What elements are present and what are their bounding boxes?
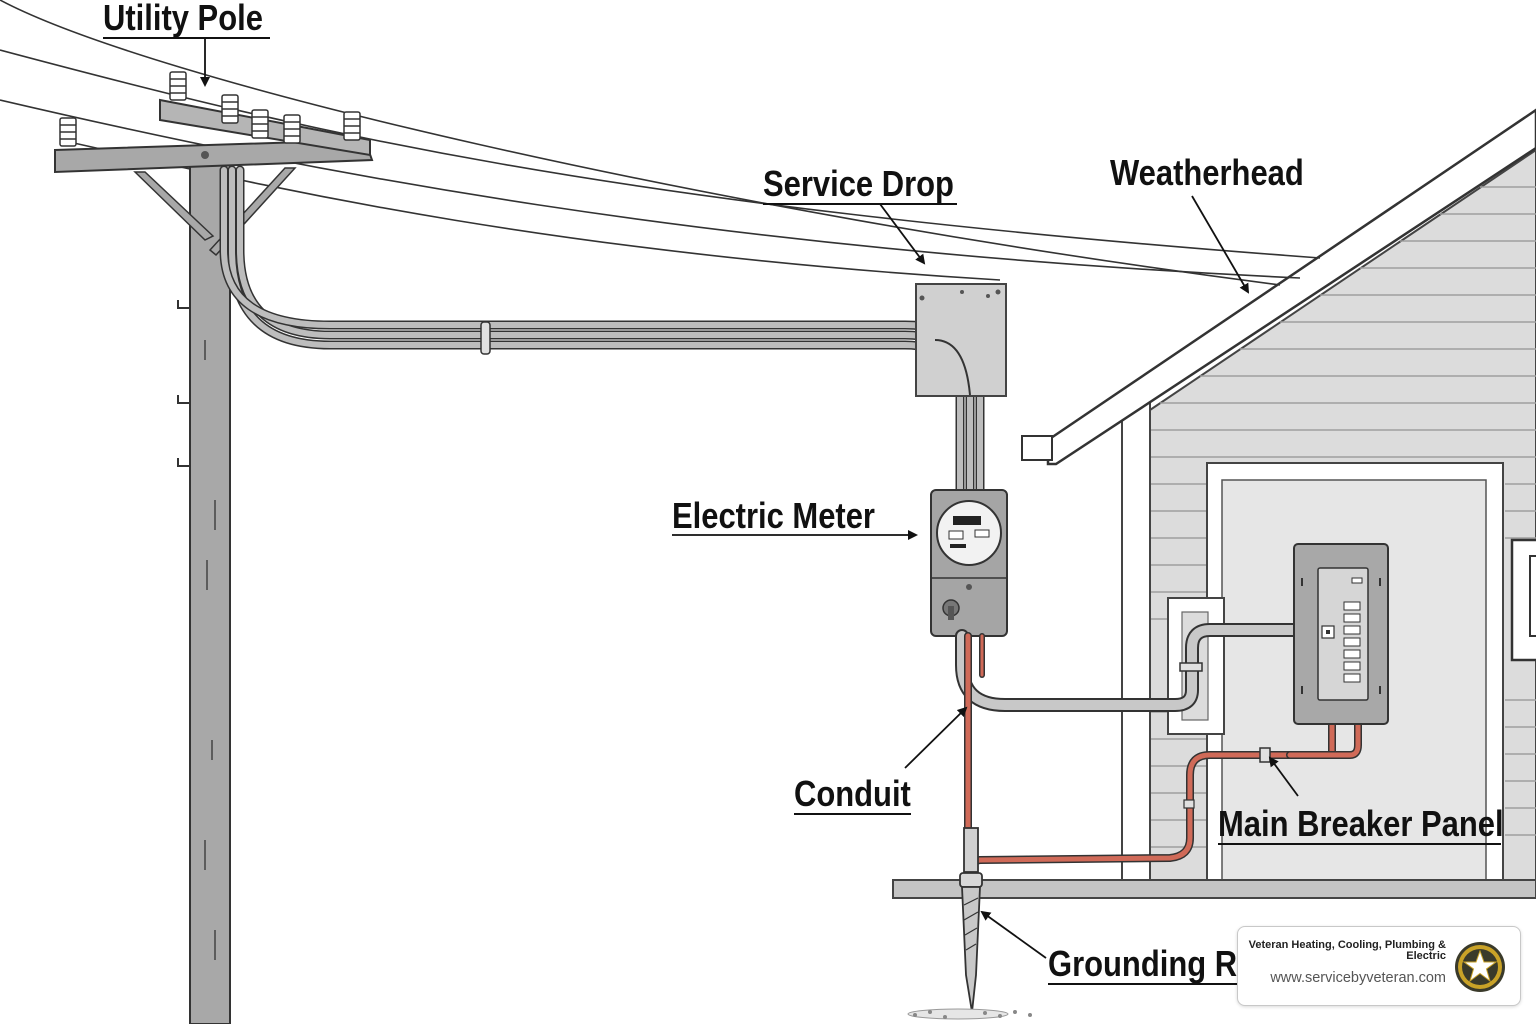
utility-pole-label: Utility Pole xyxy=(103,0,263,39)
grounding-rod xyxy=(907,827,1032,1020)
star-emblem-icon xyxy=(1455,942,1505,992)
corner-trim xyxy=(1121,400,1151,881)
utility-pole xyxy=(54,71,374,1024)
main-breaker-panel-pointer xyxy=(1268,756,1299,797)
soil-dots xyxy=(907,1008,1032,1020)
weatherhead-label: Weatherhead xyxy=(1110,154,1304,194)
siding-lines xyxy=(1150,186,1536,848)
company-badge[interactable]: Veteran Heating, Cooling, Plumbing & Ele… xyxy=(1237,926,1521,1006)
ground-surface xyxy=(892,879,1536,899)
electric-meter-label: Electric Meter xyxy=(672,497,875,537)
grounding-rod-pointer xyxy=(980,910,1047,959)
company-name: Veteran Heating, Cooling, Plumbing & Ele… xyxy=(1248,939,1446,962)
service-drop-pointer xyxy=(879,203,926,265)
conduit-label: Conduit xyxy=(794,775,911,815)
weatherhead-box xyxy=(915,283,1007,397)
pole-insulators xyxy=(59,71,361,147)
service-drop-label: Service Drop xyxy=(763,165,954,205)
conduit-pointer xyxy=(904,706,968,769)
main-breaker-panel-label: Main Breaker Panel xyxy=(1218,805,1504,845)
company-url[interactable]: www.servicebyveteran.com xyxy=(1270,970,1446,986)
house xyxy=(1021,108,1536,882)
weatherhead-pointer xyxy=(1191,195,1250,294)
label-pointers xyxy=(200,38,1299,959)
gutter xyxy=(1021,435,1053,461)
main-breaker-panel xyxy=(1293,543,1389,725)
labels: Utility Pole Service Drop Weatherhead El… xyxy=(103,0,1504,985)
service-cable xyxy=(219,165,985,500)
electric-meter xyxy=(930,489,1008,637)
